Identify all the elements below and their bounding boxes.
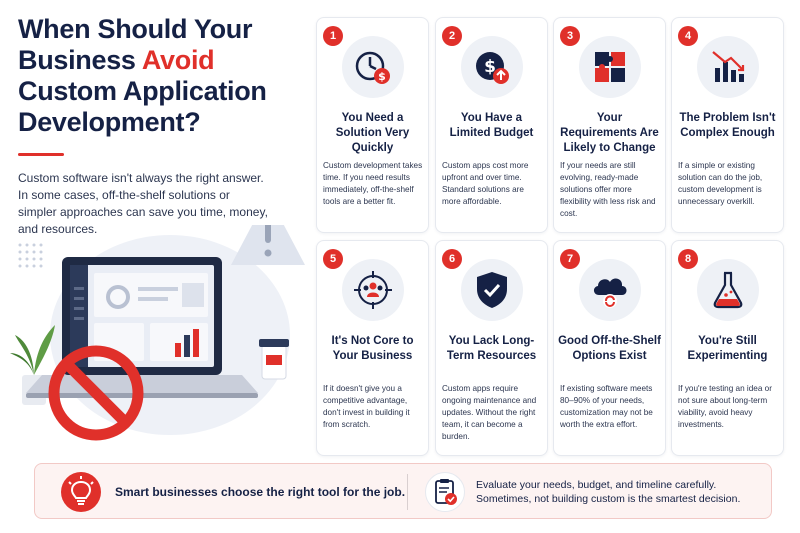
target-people-icon	[342, 259, 404, 321]
banner-divider	[407, 474, 408, 510]
card-title: It's Not Core to Your Business	[331, 335, 414, 362]
card-description: If existing software meets 80–90% of you…	[560, 384, 653, 429]
puzzle-icon	[579, 36, 641, 98]
card-title: Your Requirements Are Likely to Change	[560, 112, 659, 154]
intro-text: Custom software isn't always the right a…	[18, 171, 268, 236]
card-number-badge: 1	[323, 26, 343, 46]
title-accent: Avoid	[141, 45, 215, 75]
card-title: You Need a Solution Very Quickly	[335, 112, 410, 154]
clipboard-check-icon	[425, 472, 465, 512]
banner-left-text: Smart businesses choose the right tool f…	[115, 485, 406, 499]
card-title: You're Still Experimenting	[687, 335, 768, 362]
card-number-badge: 6	[442, 249, 462, 269]
bottom-banner: Smart businesses choose the right tool f…	[34, 463, 772, 519]
banner-right-text: Evaluate your needs, budget, and timelin…	[476, 479, 741, 505]
card-title: Good Off-the-Shelf Options Exist	[558, 335, 661, 362]
card-title: The Problem Isn't Complex Enough	[679, 112, 776, 139]
clock-dollar-icon: $	[342, 36, 404, 98]
card-number-badge: 5	[323, 249, 343, 269]
card-number-badge: 7	[560, 249, 580, 269]
lightbulb-icon	[61, 472, 101, 512]
card-title: You Lack Long-Term Resources	[446, 335, 537, 362]
title-part1: When Should Your Business	[18, 14, 253, 75]
card-number-badge: 2	[442, 26, 462, 46]
cloud-sync-icon	[579, 259, 641, 321]
svg-text:$: $	[484, 57, 496, 77]
card-description: If you're testing an idea or not sure ab…	[678, 384, 772, 429]
card-description: If a simple or existing solution can do …	[678, 161, 763, 206]
laptop-no-sign-icon	[10, 195, 305, 441]
card-description: If your needs are still evolving, ready-…	[560, 161, 656, 218]
flask-icon	[697, 259, 759, 321]
title-divider	[18, 153, 64, 156]
card-number-badge: 3	[560, 26, 580, 46]
card-description: Custom apps require ongoing maintenance …	[442, 384, 537, 441]
chart-down-icon	[697, 36, 759, 98]
card-number-badge: 8	[678, 249, 698, 269]
card-title: You Have a Limited Budget	[449, 112, 534, 139]
card-description: Custom development takes time. If you ne…	[323, 161, 423, 206]
card-number-badge: 4	[678, 26, 698, 46]
card-description: Custom apps cost more upfront and over t…	[442, 161, 529, 206]
page-title: When Should Your Business Avoid Custom A…	[18, 14, 308, 138]
shield-check-icon	[461, 259, 523, 321]
svg-text:$: $	[378, 70, 386, 83]
card-description: If it doesn't give you a competitive adv…	[323, 384, 410, 429]
laptop-illustration	[0, 195, 305, 455]
dollar-up-icon: $	[461, 36, 523, 98]
title-part2: Custom Application Development?	[18, 76, 267, 137]
